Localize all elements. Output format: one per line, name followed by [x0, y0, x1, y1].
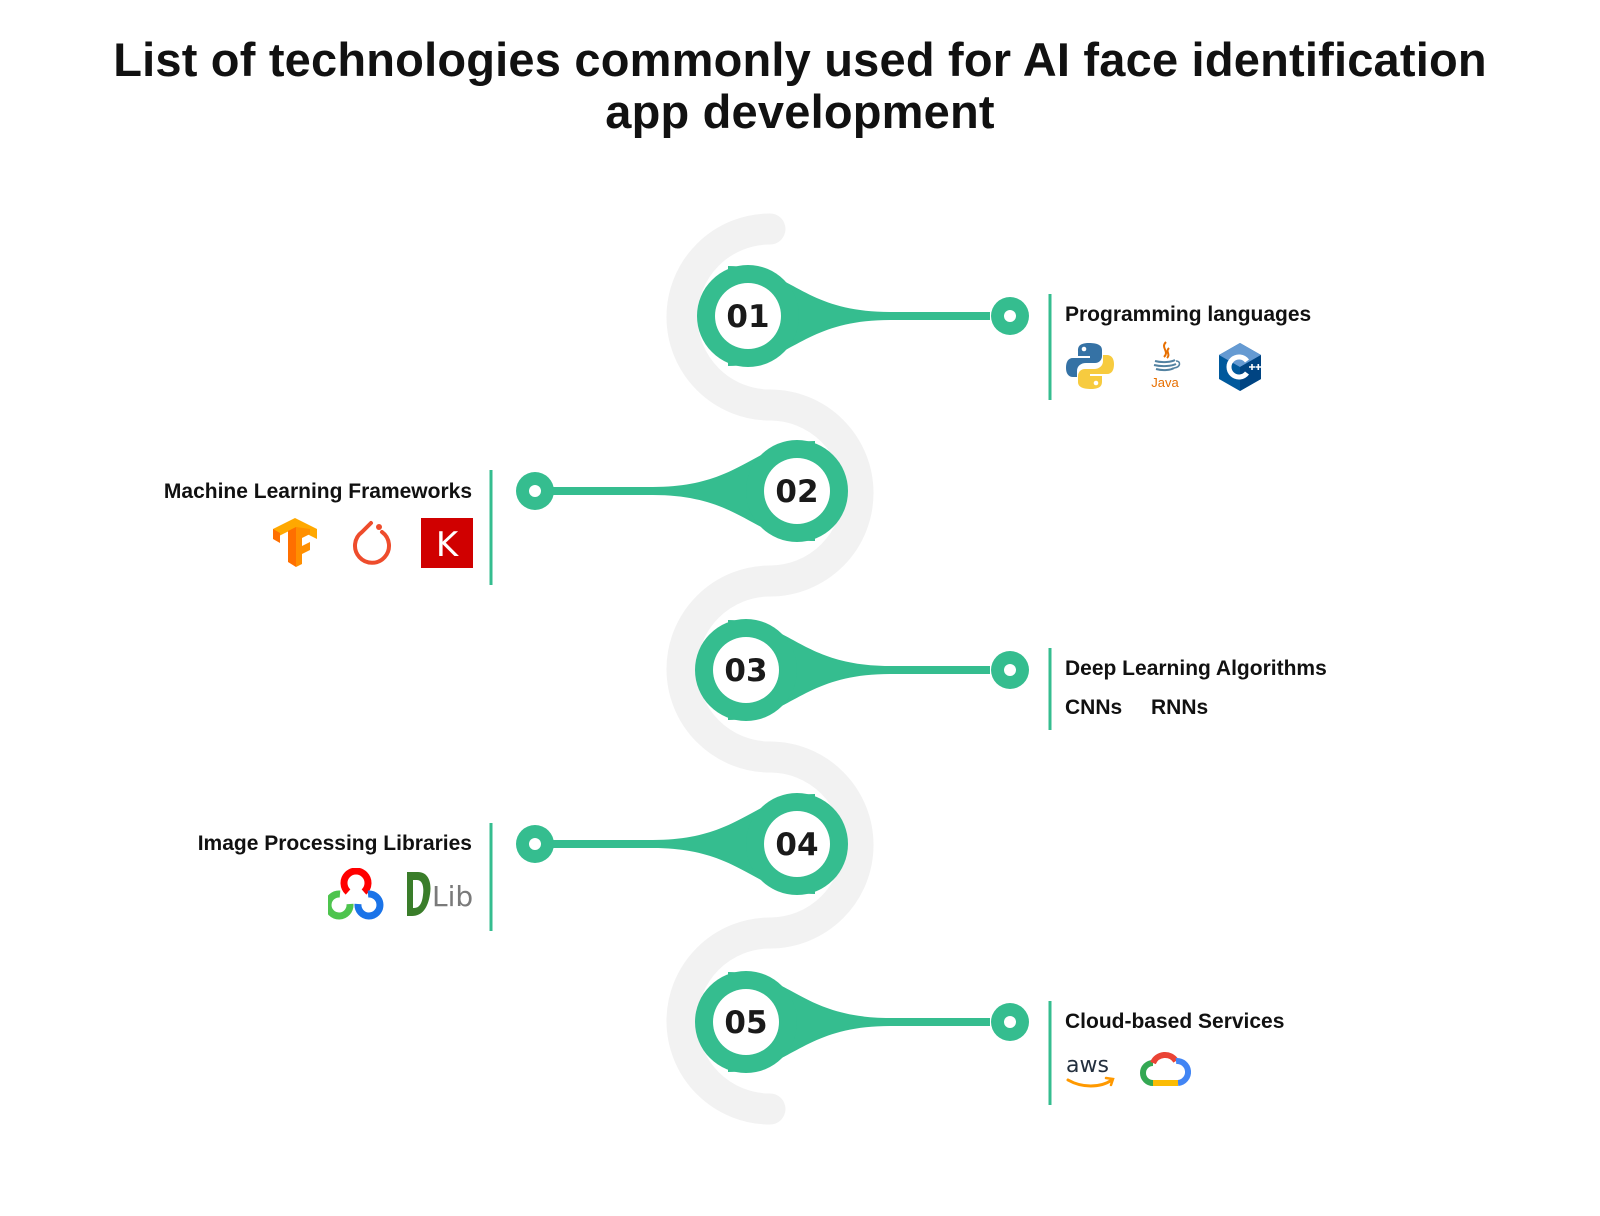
step-03-pin: 03	[695, 619, 1029, 721]
title-line-1: List of technologies commonly used for A…	[113, 33, 1487, 86]
java-wordmark: Java	[1151, 375, 1179, 390]
cnns-item: CNNs	[1065, 696, 1123, 719]
dlib-wordmark: Lib	[432, 880, 473, 913]
step-05-number: 05	[724, 1005, 767, 1041]
google-cloud-icon	[1140, 1052, 1192, 1086]
serpentine-track	[666, 213, 874, 1125]
tensorflow-icon	[273, 518, 317, 567]
step-02-pin: 02	[516, 440, 848, 542]
step-04-pin: 04	[516, 793, 848, 895]
dlib-icon: Lib	[407, 872, 473, 916]
keras-icon: K	[421, 518, 473, 568]
pytorch-icon	[353, 521, 391, 565]
step-01-label: Programming languages	[1065, 303, 1312, 326]
python-icon	[1066, 343, 1114, 389]
step-03-number: 03	[724, 653, 767, 689]
step-05-pin: 05	[695, 971, 1029, 1073]
step-03-label: Deep Learning Algorithms	[1065, 657, 1327, 680]
title-line-2: app development	[605, 85, 995, 138]
cplusplus-icon	[1219, 343, 1261, 391]
step-05-label: Cloud-based Services	[1065, 1010, 1285, 1033]
step-04-label: Image Processing Libraries	[197, 832, 472, 855]
page-title: List of technologies commonly used for A…	[0, 34, 1600, 138]
java-icon: Java	[1151, 341, 1181, 390]
aws-icon: aws	[1066, 1053, 1115, 1088]
keras-letter: K	[436, 525, 460, 565]
step-02-number: 02	[775, 474, 818, 510]
step-01-number: 01	[726, 299, 769, 335]
step-01-pin: 01	[697, 265, 1029, 367]
aws-wordmark: aws	[1066, 1053, 1109, 1078]
rnns-item: RNNs	[1151, 696, 1209, 719]
opencv-icon	[328, 868, 384, 920]
step-02-label: Machine Learning Frameworks	[163, 480, 472, 503]
step-04-number: 04	[775, 827, 818, 863]
